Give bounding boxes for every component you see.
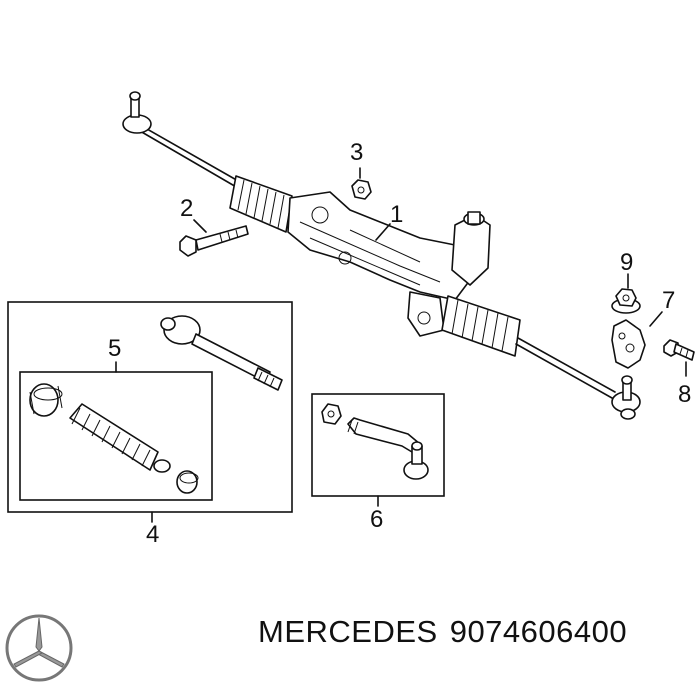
leader-lines (115, 167, 687, 523)
brand-name: MERCEDES (258, 614, 438, 649)
callout-2: 2 (180, 195, 193, 222)
inner-tie-rod-kit-box (7, 301, 293, 513)
bracket (611, 319, 646, 369)
part-number: 9074606400 (449, 614, 628, 649)
steering-rack-assembly (122, 91, 641, 420)
callout-7: 7 (662, 287, 675, 314)
callout-8: 8 (678, 381, 691, 408)
callout-3: 3 (350, 139, 363, 166)
part-caption: MERCEDES 9074606400 (258, 614, 639, 650)
nut (351, 179, 372, 200)
callout-9: 9 (620, 249, 633, 276)
mercedes-star-logo (5, 614, 73, 682)
callout-4: 4 (146, 521, 159, 548)
callout-1: 1 (390, 201, 403, 228)
callout-5: 5 (108, 335, 121, 362)
boot-kit-box (19, 371, 213, 501)
bracket-bolt (663, 339, 695, 361)
tie-rod-end-box (311, 393, 445, 497)
callout-6: 6 (370, 506, 383, 533)
mounting-bolt (179, 225, 249, 257)
flange-nut (611, 288, 641, 314)
